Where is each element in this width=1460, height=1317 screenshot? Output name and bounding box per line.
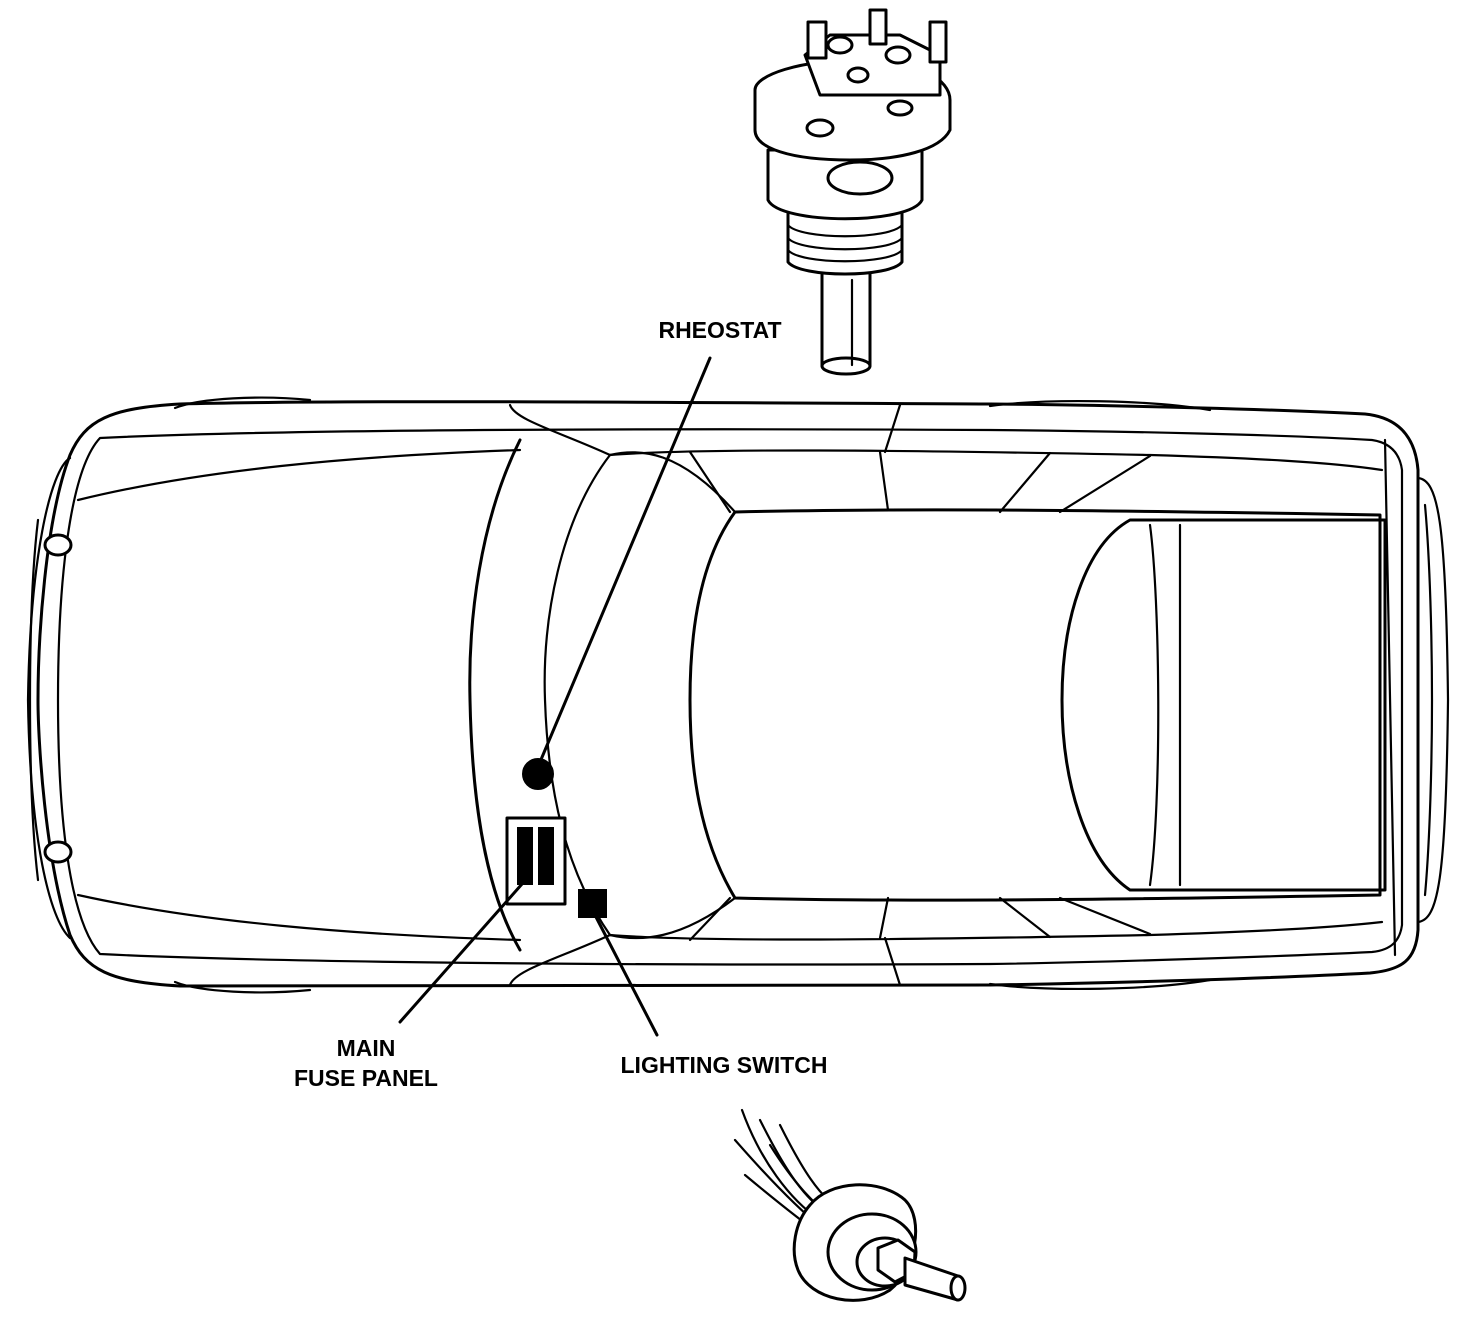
lighting-switch-marker-square xyxy=(578,889,607,918)
c-pillar-lower xyxy=(1058,896,1152,936)
main-fuse-panel-label-line1: MAIN xyxy=(337,1035,396,1061)
front-right-fender xyxy=(173,980,312,994)
rheostat-component xyxy=(753,8,952,376)
window-divider-upper-1 xyxy=(688,450,732,514)
rear-window-inner xyxy=(1148,523,1182,887)
rheostat-thread-1 xyxy=(786,223,904,238)
lighting-switch-component xyxy=(733,1108,967,1302)
rheostat-screw-2 xyxy=(884,45,912,65)
rear-bumper xyxy=(1416,476,1450,924)
rheostat-terminal-3 xyxy=(928,20,948,64)
b-pillar-upper xyxy=(878,450,890,512)
b-pillar-lower xyxy=(878,896,890,940)
hood-crease-left xyxy=(76,448,522,502)
rheostat-leader-line xyxy=(538,356,712,764)
rear-bumper-inner xyxy=(1423,503,1434,897)
front-left-fender xyxy=(173,396,312,410)
window-divider-upper-2 xyxy=(998,451,1052,514)
car-top-view xyxy=(26,396,1450,994)
side-window-lower xyxy=(608,920,1384,941)
main-fuse-panel-label-line2: FUSE PANEL xyxy=(294,1065,438,1091)
windshield-outer xyxy=(543,453,612,937)
door-line-lower-mid xyxy=(883,936,902,987)
rheostat-inner-ring xyxy=(826,160,894,196)
fuse-panel-bar-right xyxy=(538,827,554,885)
door-line-lower-front xyxy=(508,933,612,987)
windshield-bottom xyxy=(608,896,737,940)
lighting-switch-leader-line xyxy=(594,915,659,1037)
rear-left-fender xyxy=(988,399,1212,412)
rear-right-fender xyxy=(988,978,1212,991)
rheostat-marker-dot xyxy=(522,758,554,790)
windshield-top xyxy=(608,451,737,514)
hood-crease-right xyxy=(76,893,522,942)
right-headlamp xyxy=(43,840,73,864)
rheostat-threaded-neck xyxy=(786,208,904,276)
rheostat-thread-2 xyxy=(786,236,904,251)
fuse-panel-bar-left xyxy=(517,827,533,885)
rheostat-terminal-2 xyxy=(868,8,888,46)
rheostat-shaft-tip xyxy=(820,356,872,376)
car-body-outline xyxy=(36,400,1420,989)
switch-shaft-tip xyxy=(949,1274,967,1302)
rheostat-mount-hole-right xyxy=(886,99,914,117)
window-divider-lower-2 xyxy=(998,896,1052,939)
fuse-panel-leader-line xyxy=(398,882,524,1024)
cowl-arc xyxy=(468,438,522,952)
c-pillar-upper xyxy=(1058,454,1152,514)
front-bumper xyxy=(26,456,72,940)
trunk-line xyxy=(1383,438,1397,957)
roof-panel xyxy=(688,508,1382,902)
door-line-upper-front xyxy=(508,403,612,457)
rheostat-screw-1 xyxy=(826,35,854,55)
front-bumper-inner xyxy=(28,518,40,882)
rheostat-label: RHEOSTAT xyxy=(658,317,781,343)
rheostat-mount-hole-left xyxy=(805,118,835,138)
rheostat-thread-3 xyxy=(786,248,904,263)
car-inner-outline xyxy=(56,428,1404,966)
left-headlamp xyxy=(43,533,73,557)
window-divider-lower-1 xyxy=(688,896,732,942)
rear-window xyxy=(1060,518,1387,892)
rheostat-terminal-1 xyxy=(806,20,828,60)
lighting-switch-label: LIGHTING SWITCH xyxy=(621,1052,828,1078)
side-window-upper xyxy=(608,449,1384,472)
door-line-upper-mid xyxy=(883,403,902,454)
rheostat-screw-3 xyxy=(846,66,870,84)
